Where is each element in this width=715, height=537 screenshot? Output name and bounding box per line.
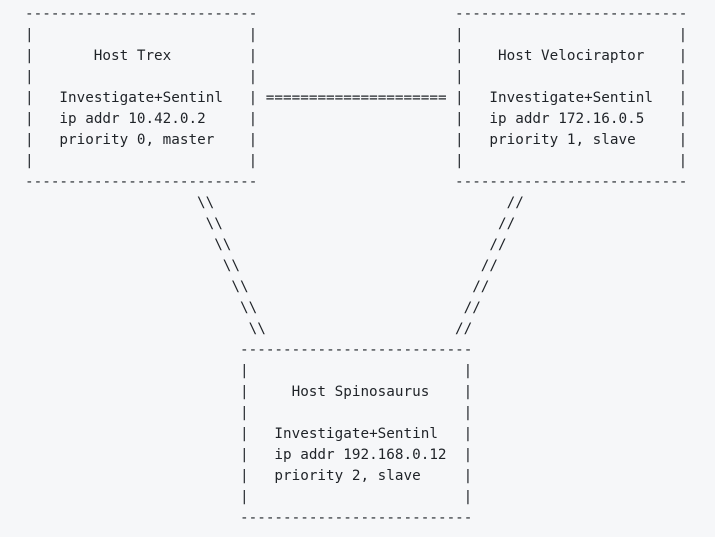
host-priority: priority 2, slave	[274, 467, 421, 484]
host-box-spinosaurus: --------------------------- | | | | | | …	[240, 340, 473, 529]
box-border-bottom: ---------------------------	[240, 509, 473, 526]
link-velociraptor-spinosaurus-segment: //	[463, 299, 481, 316]
link-trex-spinosaurus-segment: \\	[214, 236, 232, 253]
host-name: Host Spinosaurus	[291, 383, 430, 400]
host-box-trex: --------------------------- | | | | | | …	[25, 4, 258, 193]
box-border-left: | | | | | | |	[455, 26, 464, 169]
host-priority: priority 1, slave	[489, 131, 636, 148]
link-velociraptor-spinosaurus-segment: //	[480, 257, 499, 274]
host-ip: ip addr 172.16.0.5	[489, 110, 645, 127]
link-trex-spinosaurus-segment: \\	[231, 278, 249, 295]
link-velociraptor-spinosaurus-segment: //	[455, 320, 473, 337]
link-velociraptor-spinosaurus-segment: //	[498, 215, 516, 232]
host-name: Host Velociraptor	[498, 47, 645, 64]
box-border-top: ---------------------------	[240, 341, 473, 358]
box-border-left: | | | | | | |	[240, 362, 249, 505]
host-app: Investigate+Sentinl	[274, 425, 438, 442]
host-ip: ip addr 192.168.0.12	[274, 446, 447, 463]
link-trex-spinosaurus-segment: \\	[222, 257, 241, 274]
host-app: Investigate+Sentinl	[489, 89, 653, 106]
link-velociraptor-spinosaurus-segment: //	[506, 194, 524, 211]
box-border-right: | | | | | | |	[248, 26, 258, 169]
link-velociraptor-spinosaurus-segment: //	[489, 236, 507, 253]
box-border-left: | | | | | | |	[25, 26, 34, 169]
host-name: Host Trex	[93, 47, 172, 64]
host-app: Investigate+Sentinl	[59, 89, 223, 106]
box-border-top: ---------------------------	[455, 5, 688, 22]
host-ip: ip addr 10.42.0.2	[59, 110, 206, 127]
box-border-right: | | | | | | |	[678, 26, 688, 169]
box-border-top: ---------------------------	[25, 5, 258, 22]
link-trex-velociraptor: =====================	[265, 89, 447, 106]
link-trex-spinosaurus-segment: \\	[197, 194, 215, 211]
box-border-right: | | | | | | |	[463, 362, 473, 505]
host-box-velociraptor: --------------------------- | | | | | | …	[455, 4, 688, 193]
box-border-bottom: ---------------------------	[25, 173, 258, 190]
link-trex-spinosaurus-segment: \\	[205, 215, 223, 232]
link-trex-spinosaurus-segment: \\	[240, 299, 258, 316]
link-velociraptor-spinosaurus-segment: //	[472, 278, 490, 295]
box-border-bottom: ---------------------------	[455, 173, 688, 190]
link-trex-spinosaurus-segment: \\	[248, 320, 266, 337]
host-priority: priority 0, master	[59, 131, 215, 148]
